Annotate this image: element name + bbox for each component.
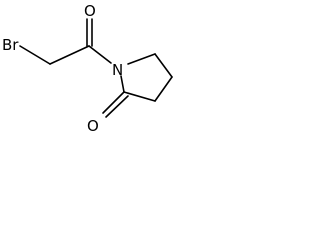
atom-label-n: N [112,61,123,79]
bond-lactam-double-1 [102,91,125,114]
atom-label-o-lactam: O [87,117,99,135]
bond-ring-ch2-ch2-b [154,76,173,102]
bond-ring-ch2-lactam-c [123,91,156,102]
bond-carbonyl-n [88,45,112,64]
atom-label-br: Br [2,36,19,54]
atom-label-o-acyl: O [84,2,96,20]
chemical-structure-diagram: Br O N O [2,2,173,135]
bonds [19,18,173,118]
bond-ring-n-ch2 [127,53,156,65]
bond-ch2-carbonyl [49,45,90,65]
bond-lactam-double-2 [105,95,129,118]
bond-br-ch2 [19,45,51,65]
atom-labels: Br O N O [2,2,123,135]
bond-ring-lactam-c-n [120,75,125,93]
bond-ring-ch2-ch2-a [154,53,173,78]
